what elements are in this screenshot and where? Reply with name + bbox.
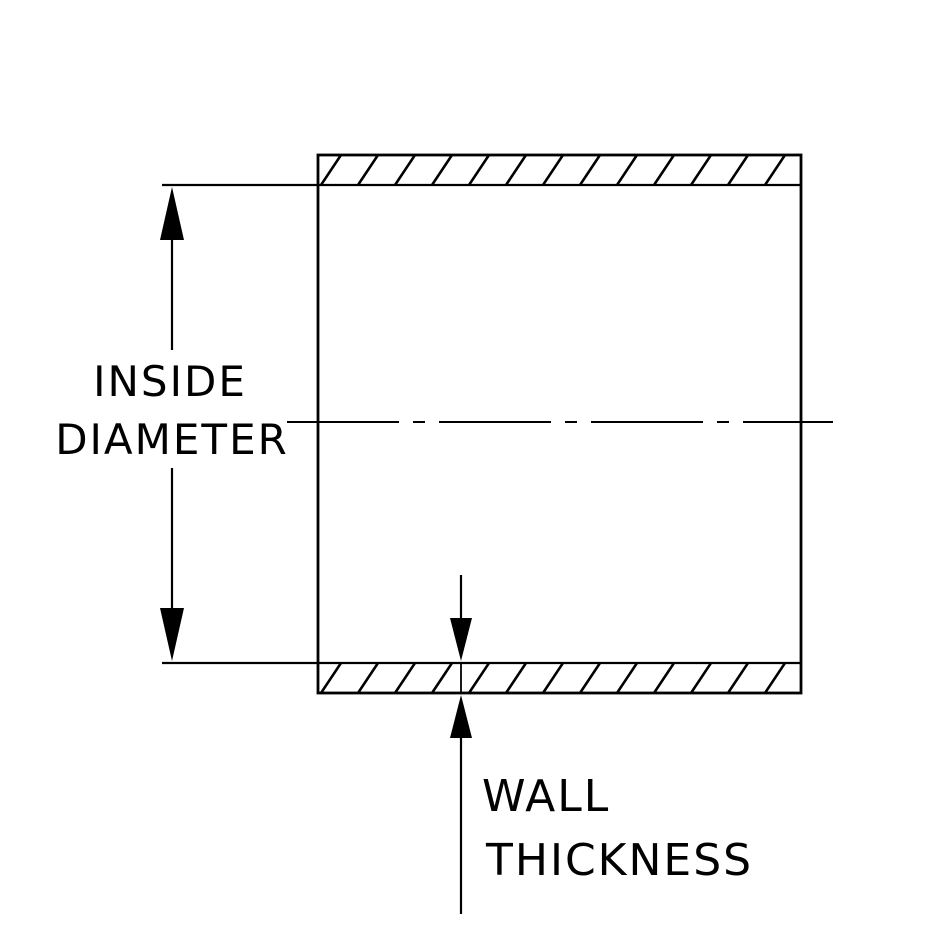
inside-diameter-arrow-up — [160, 187, 184, 240]
top-wall-hatch — [318, 155, 801, 185]
wall-thickness-label-line1: WALL — [482, 771, 610, 822]
inside-diameter-label-line2: DIAMETER — [55, 415, 289, 464]
wall-thickness-arrow-down — [450, 618, 472, 661]
inside-diameter-arrow-down — [160, 608, 184, 661]
inside-diameter-label-line1: INSIDE — [93, 357, 247, 406]
wall-thickness-label-line2: THICKNESS — [485, 835, 753, 886]
wall-thickness-arrow-up — [450, 695, 472, 738]
bottom-wall-hatch — [318, 663, 801, 693]
tube-outline — [316, 153, 803, 695]
